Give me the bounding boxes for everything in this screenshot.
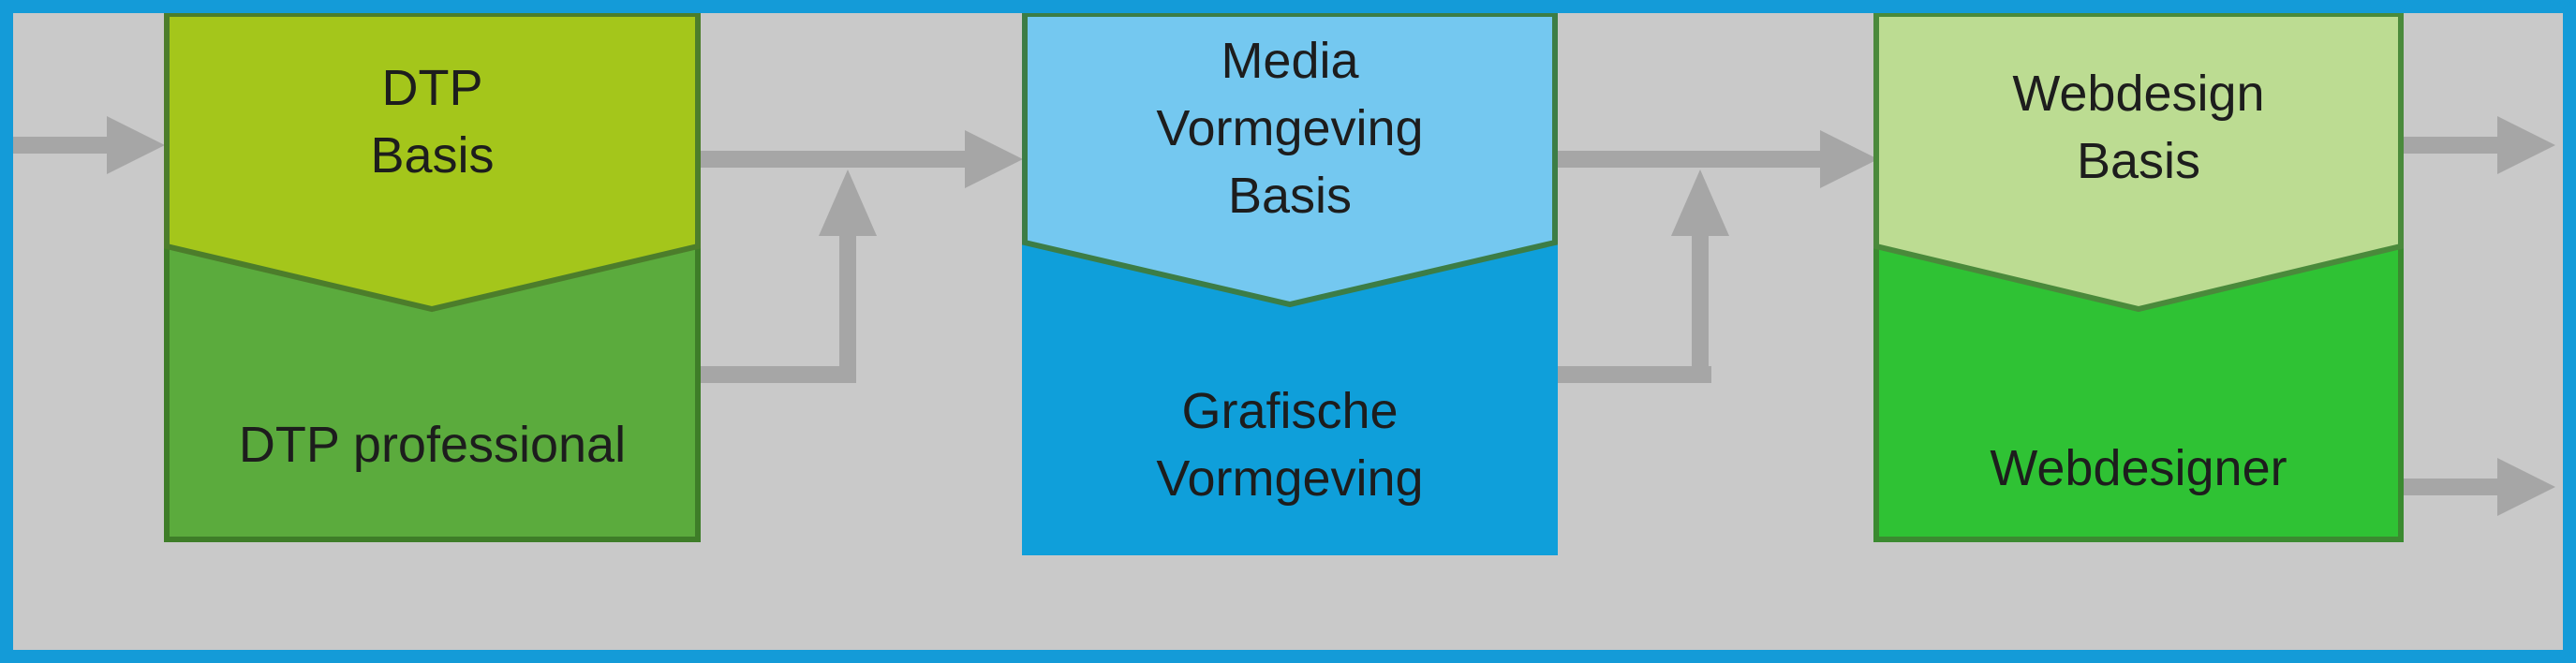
exit-arrow-bottom-shaft xyxy=(2400,479,2501,495)
entry-arrow-shaft xyxy=(13,137,111,154)
arrow-media-to-webdesign-shaft xyxy=(1554,151,1826,168)
media-vormgeving-basis-label: Media Vormgeving Basis xyxy=(1156,33,1424,224)
block-media-vormgeving: Media Vormgeving Basis Grafische Vormgev… xyxy=(1022,13,1558,555)
branch-grafische-vertical-shaft xyxy=(1692,234,1709,383)
arrow-branch-grafische-vormgeving xyxy=(1554,169,1729,383)
exit-arrow-webdesign-basis xyxy=(2400,116,2555,174)
branch-dtp-horizontal-shaft xyxy=(699,366,856,383)
exit-arrow-bottom-head xyxy=(2497,458,2555,516)
block-dtp: DTP Basis DTP professional xyxy=(164,13,701,542)
arrow-media-to-webdesign-head xyxy=(1820,130,1878,188)
webdesign-basis-chevron-shape xyxy=(1873,13,2404,313)
exit-arrow-top-shaft xyxy=(2400,137,2501,154)
branch-grafische-up-head xyxy=(1671,169,1729,236)
media-vormgeving-basis-chevron xyxy=(1022,13,1558,308)
webdesign-basis-chevron xyxy=(1873,13,2404,313)
flow-arrows xyxy=(13,116,2555,516)
webdesign-basis-label: Webdesign Basis xyxy=(2012,66,2265,189)
arrow-dtp-to-media-head xyxy=(965,130,1023,188)
exit-arrow-webdesigner xyxy=(2400,458,2555,516)
media-vormgeving-basis-chevron-shape xyxy=(1022,13,1558,308)
entry-arrow-head xyxy=(107,116,165,174)
block-webdesign: Webdesign Basis Webdesigner xyxy=(1873,13,2404,542)
arrow-branch-dtp-professional xyxy=(699,169,877,383)
exit-arrow-top-head xyxy=(2497,116,2555,174)
webdesigner-label: Webdesigner xyxy=(1990,440,2287,496)
branch-dtp-vertical-shaft xyxy=(839,234,856,383)
dtp-professional-label: DTP professional xyxy=(238,417,627,473)
dtp-basis-label: DTP Basis xyxy=(370,60,495,184)
dtp-basis-chevron-shape xyxy=(164,13,701,313)
arrow-media-to-webdesign xyxy=(1554,130,1878,188)
grafische-vormgeving-label: Grafische Vormgeving xyxy=(1156,383,1424,507)
dtp-basis-chevron xyxy=(164,13,701,313)
branch-grafische-horizontal-shaft xyxy=(1554,366,1711,383)
entry-arrow xyxy=(13,116,165,174)
branch-dtp-up-head xyxy=(819,169,877,236)
arrow-dtp-to-media xyxy=(699,130,1023,188)
arrow-dtp-to-media-shaft xyxy=(699,151,970,168)
